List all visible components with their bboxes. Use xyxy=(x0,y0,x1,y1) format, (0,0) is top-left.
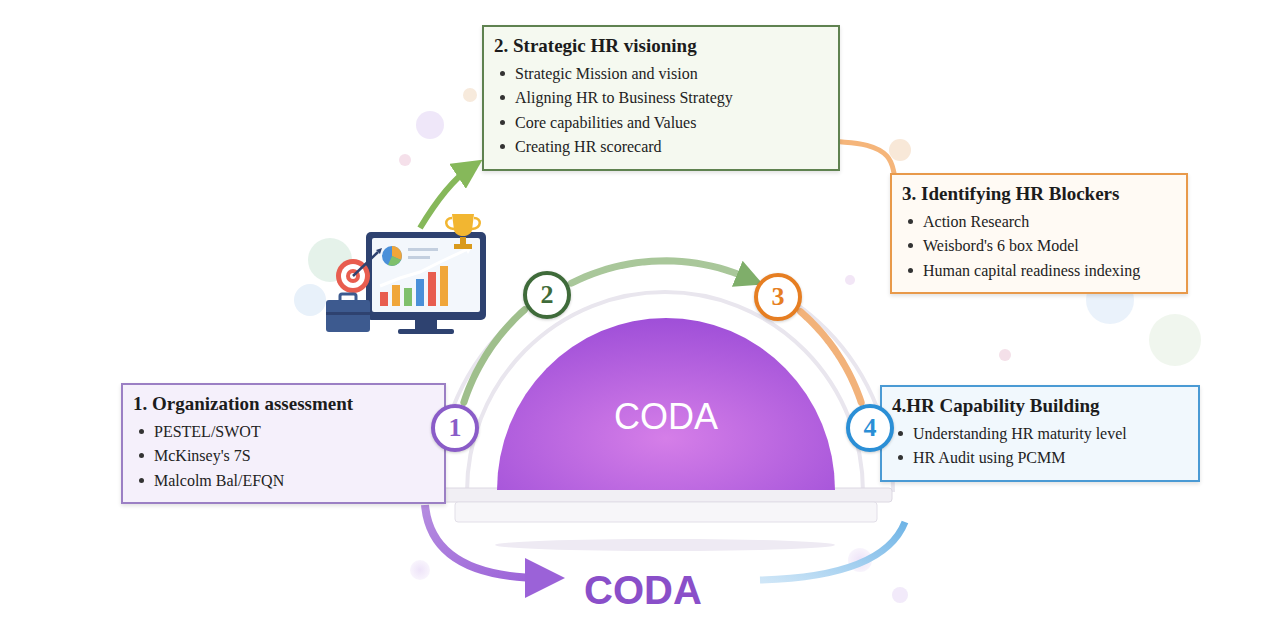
step-number-text: 3 xyxy=(772,284,785,310)
stage-box: 1. Organization assessmentPESTEL/SWOTMcK… xyxy=(121,383,446,504)
bullet-item: Creating HR scorecard xyxy=(500,136,828,158)
bullet-dot xyxy=(898,431,903,436)
bullet-item: HR Audit using PCMM xyxy=(898,447,1188,469)
box-heading: 4.HR Capability Building xyxy=(892,393,1188,419)
bullet-dot xyxy=(908,243,913,248)
stage-box: 3. Identifying HR BlockersAction Researc… xyxy=(890,173,1188,294)
bullet-text: HR Audit using PCMM xyxy=(913,447,1065,469)
bullet-item: Malcolm Bal/EFQN xyxy=(139,470,434,492)
bullet-item: Weisbord's 6 box Model xyxy=(908,235,1176,257)
bullet-item: Understanding HR maturity level xyxy=(898,423,1188,445)
flow-connector xyxy=(801,312,862,403)
bullet-text: Aligning HR to Business Strategy xyxy=(515,87,733,109)
center-title: CODA xyxy=(497,396,835,438)
step-number: 2 xyxy=(523,271,571,319)
bullet-dot xyxy=(139,429,144,434)
bullet-text: Core capabilities and Values xyxy=(515,112,696,134)
box-heading: 3. Identifying HR Blockers xyxy=(902,181,1176,207)
bullet-dot xyxy=(908,219,913,224)
bullet-text: Strategic Mission and vision xyxy=(515,63,698,85)
bullet-item: PESTEL/SWOT xyxy=(139,421,434,443)
bullet-dot xyxy=(500,95,505,100)
step-number: 1 xyxy=(431,404,479,452)
bullet-item: Aligning HR to Business Strategy xyxy=(500,87,828,109)
bullet-dot xyxy=(898,455,903,460)
box-heading: 1. Organization assessment xyxy=(133,391,434,417)
bullet-text: Malcolm Bal/EFQN xyxy=(154,470,284,492)
bullet-item: McKinsey's 7S xyxy=(139,445,434,467)
bullet-item: Strategic Mission and vision xyxy=(500,63,828,85)
bullet-dot xyxy=(139,478,144,483)
bullet-text: Weisbord's 6 box Model xyxy=(923,235,1079,257)
bottom-title: CODA xyxy=(584,568,702,613)
bullet-item: Action Research xyxy=(908,211,1176,233)
bullet-text: McKinsey's 7S xyxy=(154,445,251,467)
flow-connector xyxy=(571,261,747,283)
flow-arc xyxy=(760,522,905,580)
dome-arch xyxy=(440,277,892,551)
flow-arrow xyxy=(425,505,545,578)
bullet-dot xyxy=(500,120,505,125)
flow-connector xyxy=(840,142,894,173)
bullet-text: Action Research xyxy=(923,211,1029,233)
flow-connector xyxy=(464,310,525,402)
bullet-item: Human capital readiness indexing xyxy=(908,260,1176,282)
bullet-dot xyxy=(500,71,505,76)
dashboard-illustration xyxy=(326,168,486,334)
box-heading: 2. Strategic HR visioning xyxy=(494,33,828,59)
center-dome: CODA xyxy=(497,318,835,490)
bullet-dot xyxy=(500,144,505,149)
bullet-item: Core capabilities and Values xyxy=(500,112,828,134)
bullet-dot xyxy=(139,453,144,458)
bullet-text: Human capital readiness indexing xyxy=(923,260,1140,282)
bullet-text: PESTEL/SWOT xyxy=(154,421,261,443)
stage-box: 2. Strategic HR visioningStrategic Missi… xyxy=(482,25,840,171)
bullet-text: Understanding HR maturity level xyxy=(913,423,1127,445)
step-number-text: 4 xyxy=(864,415,877,441)
bullet-text: Creating HR scorecard xyxy=(515,136,662,158)
step-number-text: 1 xyxy=(449,415,462,441)
bullet-dot xyxy=(908,268,913,273)
step-number: 3 xyxy=(754,273,802,321)
stage-box: 4.HR Capability BuildingUnderstanding HR… xyxy=(880,385,1200,482)
step-number: 4 xyxy=(846,404,894,452)
step-number-text: 2 xyxy=(541,282,554,308)
